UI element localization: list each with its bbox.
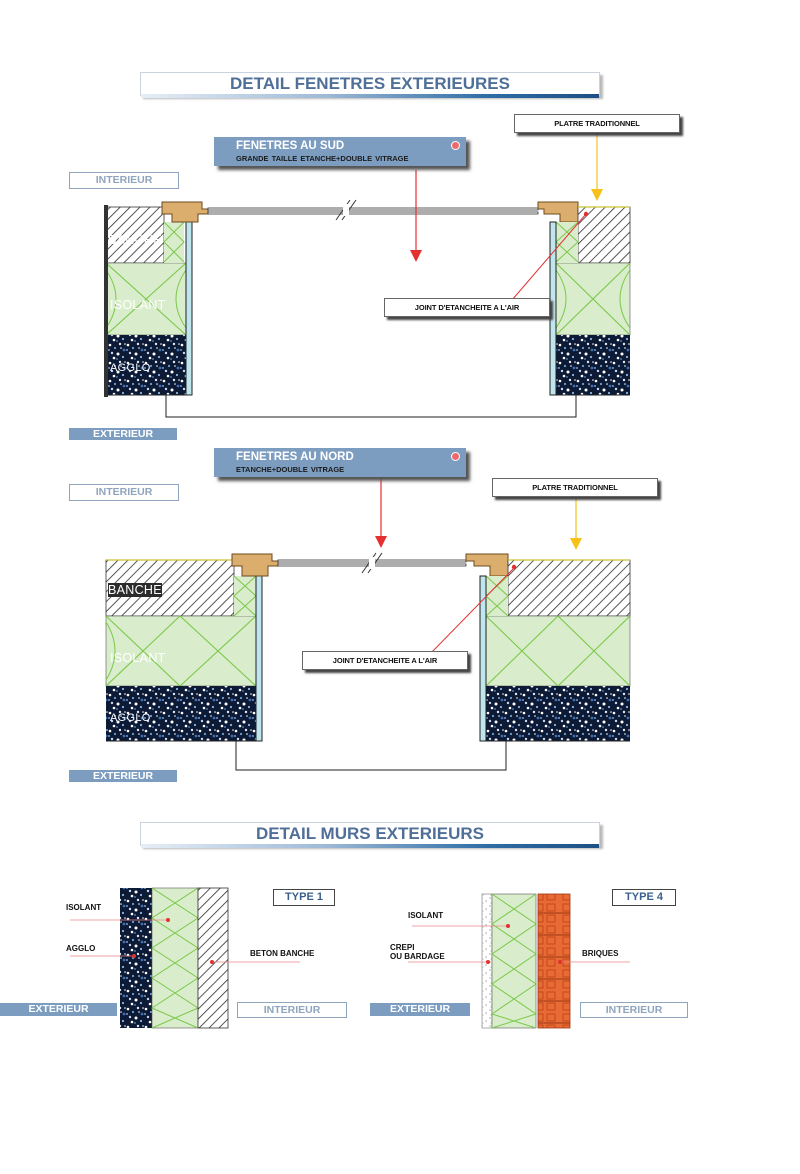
south-right-banche — [577, 206, 631, 264]
north-joint-line — [429, 567, 515, 655]
south-joint-label: JOINT D'ETANCHEITE A L'AIR — [384, 298, 550, 317]
type1-beton — [197, 887, 229, 1029]
north-exterior-tag: EXTERIEUR — [69, 770, 177, 782]
south-interior-tag: INTERIEUR — [69, 172, 179, 189]
south-right-agglo — [556, 335, 630, 395]
south-heading-box: FENETRES AU SUD GRANDE TAILLE ETANCHE+DO… — [214, 137, 466, 166]
south-window-diagram — [104, 133, 631, 418]
south-left-banche — [105, 206, 165, 264]
south-agglo-label: AGGLO — [110, 362, 151, 374]
north-left-isolant — [105, 615, 257, 687]
north-joint-label: JOINT D'ETANCHEITE A L'AIR — [302, 651, 468, 670]
south-exterior-tag: EXTERIEUR — [69, 428, 177, 440]
south-left-agglo — [106, 335, 186, 395]
south-platre-label: PLATRE TRADITIONNEL — [514, 114, 680, 133]
type4-isolant-label: ISOLANT — [408, 911, 444, 920]
type1-agglo — [120, 888, 152, 1028]
type4-interior-tag: INTERIEUR — [580, 1002, 688, 1018]
type1-exterior-tag: EXTERIEUR — [0, 1003, 117, 1016]
north-agglo-label: AGGLO — [110, 712, 151, 724]
type1-agglo-label: AGGLO — [66, 944, 96, 953]
north-right-plaster — [479, 575, 487, 742]
section-title-windows: DETAIL FENETRES EXTERIEURES — [140, 72, 600, 98]
south-isolant-label: ISOLANT — [110, 298, 166, 312]
south-left-frame — [161, 201, 209, 223]
type4-crepi-label-1: CREPI — [390, 943, 415, 952]
south-banche-label: BANCHE — [108, 233, 162, 247]
south-dot-icon — [451, 141, 460, 150]
type1-beton-label: BETON BANCHE — [250, 949, 315, 958]
type1-isolant — [151, 887, 199, 1029]
type1-isolant-label: ISOLANT — [66, 903, 102, 912]
type1-interior-tag: INTERIEUR — [237, 1002, 347, 1018]
wall-type1-diagram — [70, 887, 300, 1029]
north-right-banche — [507, 559, 631, 617]
north-platre-label: PLATRE TRADITIONNEL — [492, 478, 658, 497]
north-isolant-label: ISOLANT — [110, 651, 166, 665]
south-joint-line — [511, 213, 587, 301]
north-left-agglo — [106, 686, 256, 741]
south-right-plaster — [549, 221, 557, 396]
north-right-isolant — [485, 615, 631, 687]
north-left-plaster — [255, 575, 263, 742]
type4-label: TYPE 4 — [612, 889, 676, 906]
type4-briques-label: BRIQUES — [582, 949, 619, 958]
type1-label: TYPE 1 — [273, 889, 335, 906]
north-window-diagram — [105, 478, 631, 771]
south-left-plaster — [185, 221, 193, 396]
north-left-frame — [231, 553, 279, 577]
type4-briques — [537, 893, 571, 1029]
north-right-agglo — [486, 686, 630, 741]
wall-type4-diagram — [408, 893, 630, 1029]
type4-isolant — [491, 893, 537, 1029]
north-banche-label: BANCHE — [108, 583, 162, 597]
north-dot-icon — [451, 452, 460, 461]
type4-exterior-tag: EXTERIEUR — [370, 1003, 470, 1016]
north-interior-tag: INTERIEUR — [69, 484, 179, 501]
type4-crepi-label-2: OU BARDAGE — [390, 952, 445, 961]
section-title-walls: DETAIL MURS EXTERIEURS — [140, 822, 600, 848]
north-heading-box: FENETRES AU NORD ETANCHE+DOUBLE VITRAGE — [214, 448, 466, 477]
